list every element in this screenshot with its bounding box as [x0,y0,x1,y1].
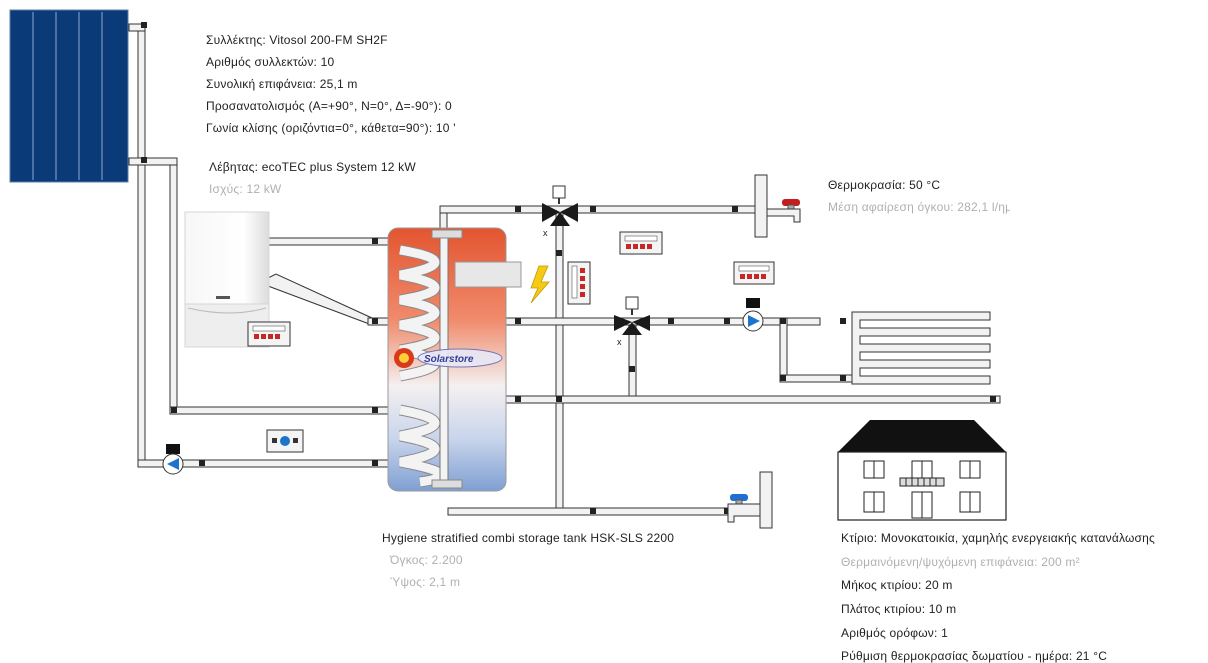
controller-icon[interactable] [247,321,291,347]
mixing-valve-icon[interactable]: x [614,296,650,347]
pump-icon[interactable] [742,298,764,332]
building-area: Θερμαινόμενη/ψυχόμενη επιφάνεια: 200 m² [841,555,1080,569]
tank-name: Hygiene stratified combi storage tank HS… [382,531,675,545]
tank-height: Ύψος: 2,1 m [390,575,461,589]
collector-orientation: Προσανατολισμός (Α=+90°, Ν=0°, Δ=-90°): … [206,99,452,113]
building-room-temp: Ρύθμιση θερμοκρασίας δωματίου - ημέρα: 2… [841,649,1108,663]
pump-icon[interactable] [162,444,184,475]
tank-icon[interactable] [387,227,522,492]
hot-water-temperature: Θερμοκρασία: 50 °C [828,178,941,192]
building-type: Κτίριο: Μονοκατοικία, χαμηλής ενεργειακή… [841,531,1156,545]
boiler-power: Ισχύς: 12 kW [209,182,282,196]
svg-text:x: x [543,228,548,238]
building-floors: Αριθμός ορόφων: 1 [841,626,948,640]
controller-icon[interactable] [733,261,775,285]
controller-icon[interactable] [619,231,663,255]
controller-icon[interactable] [567,261,591,305]
collector-name: Συλλέκτης: Vitosol 200-FM SH2F [206,33,388,47]
boiler-name: Λέβητας: ecoTEC plus System 12 kW [209,160,416,174]
tank-brand-logo: Solarstore [424,354,474,365]
house-icon[interactable] [837,420,1007,521]
tap-icon[interactable] [766,199,801,223]
solar-collector-icon[interactable] [9,9,129,183]
tap-icon[interactable] [727,494,761,523]
building-width: Πλάτος κτιρίου: 10 m [841,602,957,616]
mixing-valve-icon[interactable]: x [542,185,578,238]
collector-count: Αριθμός συλλεκτών: 10 [206,55,335,69]
collector-tilt: Γωνία κλίσης (οριζόντια=0°, κάθετα=90°):… [206,121,456,135]
hot-water-draw: Μέση αφαίρεση όγκου: 282,1 l/ημέρα [828,200,1010,214]
controller-icon[interactable] [266,429,304,453]
collector-area: Συνολική επιφάνεια: 25,1 m [206,77,358,91]
lightning-icon [530,265,550,304]
building-length: Μήκος κτιρίου: 20 m [841,578,953,592]
svg-text:x: x [617,337,622,347]
tank-volume: Όγκος: 2.200 [390,553,463,567]
